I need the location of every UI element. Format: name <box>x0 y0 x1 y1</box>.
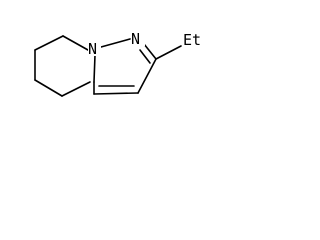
n1-label-background <box>88 40 101 56</box>
bond-n1-c3a <box>93 54 96 83</box>
bond-c6-c5 <box>34 35 64 51</box>
n2-label-background <box>131 30 145 46</box>
ethyl-label: Et <box>183 31 201 49</box>
bond-n1-n2 <box>100 38 131 48</box>
bond-c3-c3a <box>61 81 91 97</box>
n2-label: N <box>131 30 140 48</box>
chemical-structure-diagram: N N Et <box>34 30 201 97</box>
bond-c7-c6 <box>62 35 89 51</box>
bond-c2-ethyl <box>155 45 182 60</box>
bond-n2-c2 <box>143 43 157 60</box>
bond-c2-c3 <box>137 58 157 94</box>
bond-n2-c2-inner <box>139 49 151 64</box>
n1-label: N <box>88 40 97 58</box>
bond-c4-c3 <box>34 79 63 97</box>
bond-c3-c3a-ring <box>93 92 139 95</box>
